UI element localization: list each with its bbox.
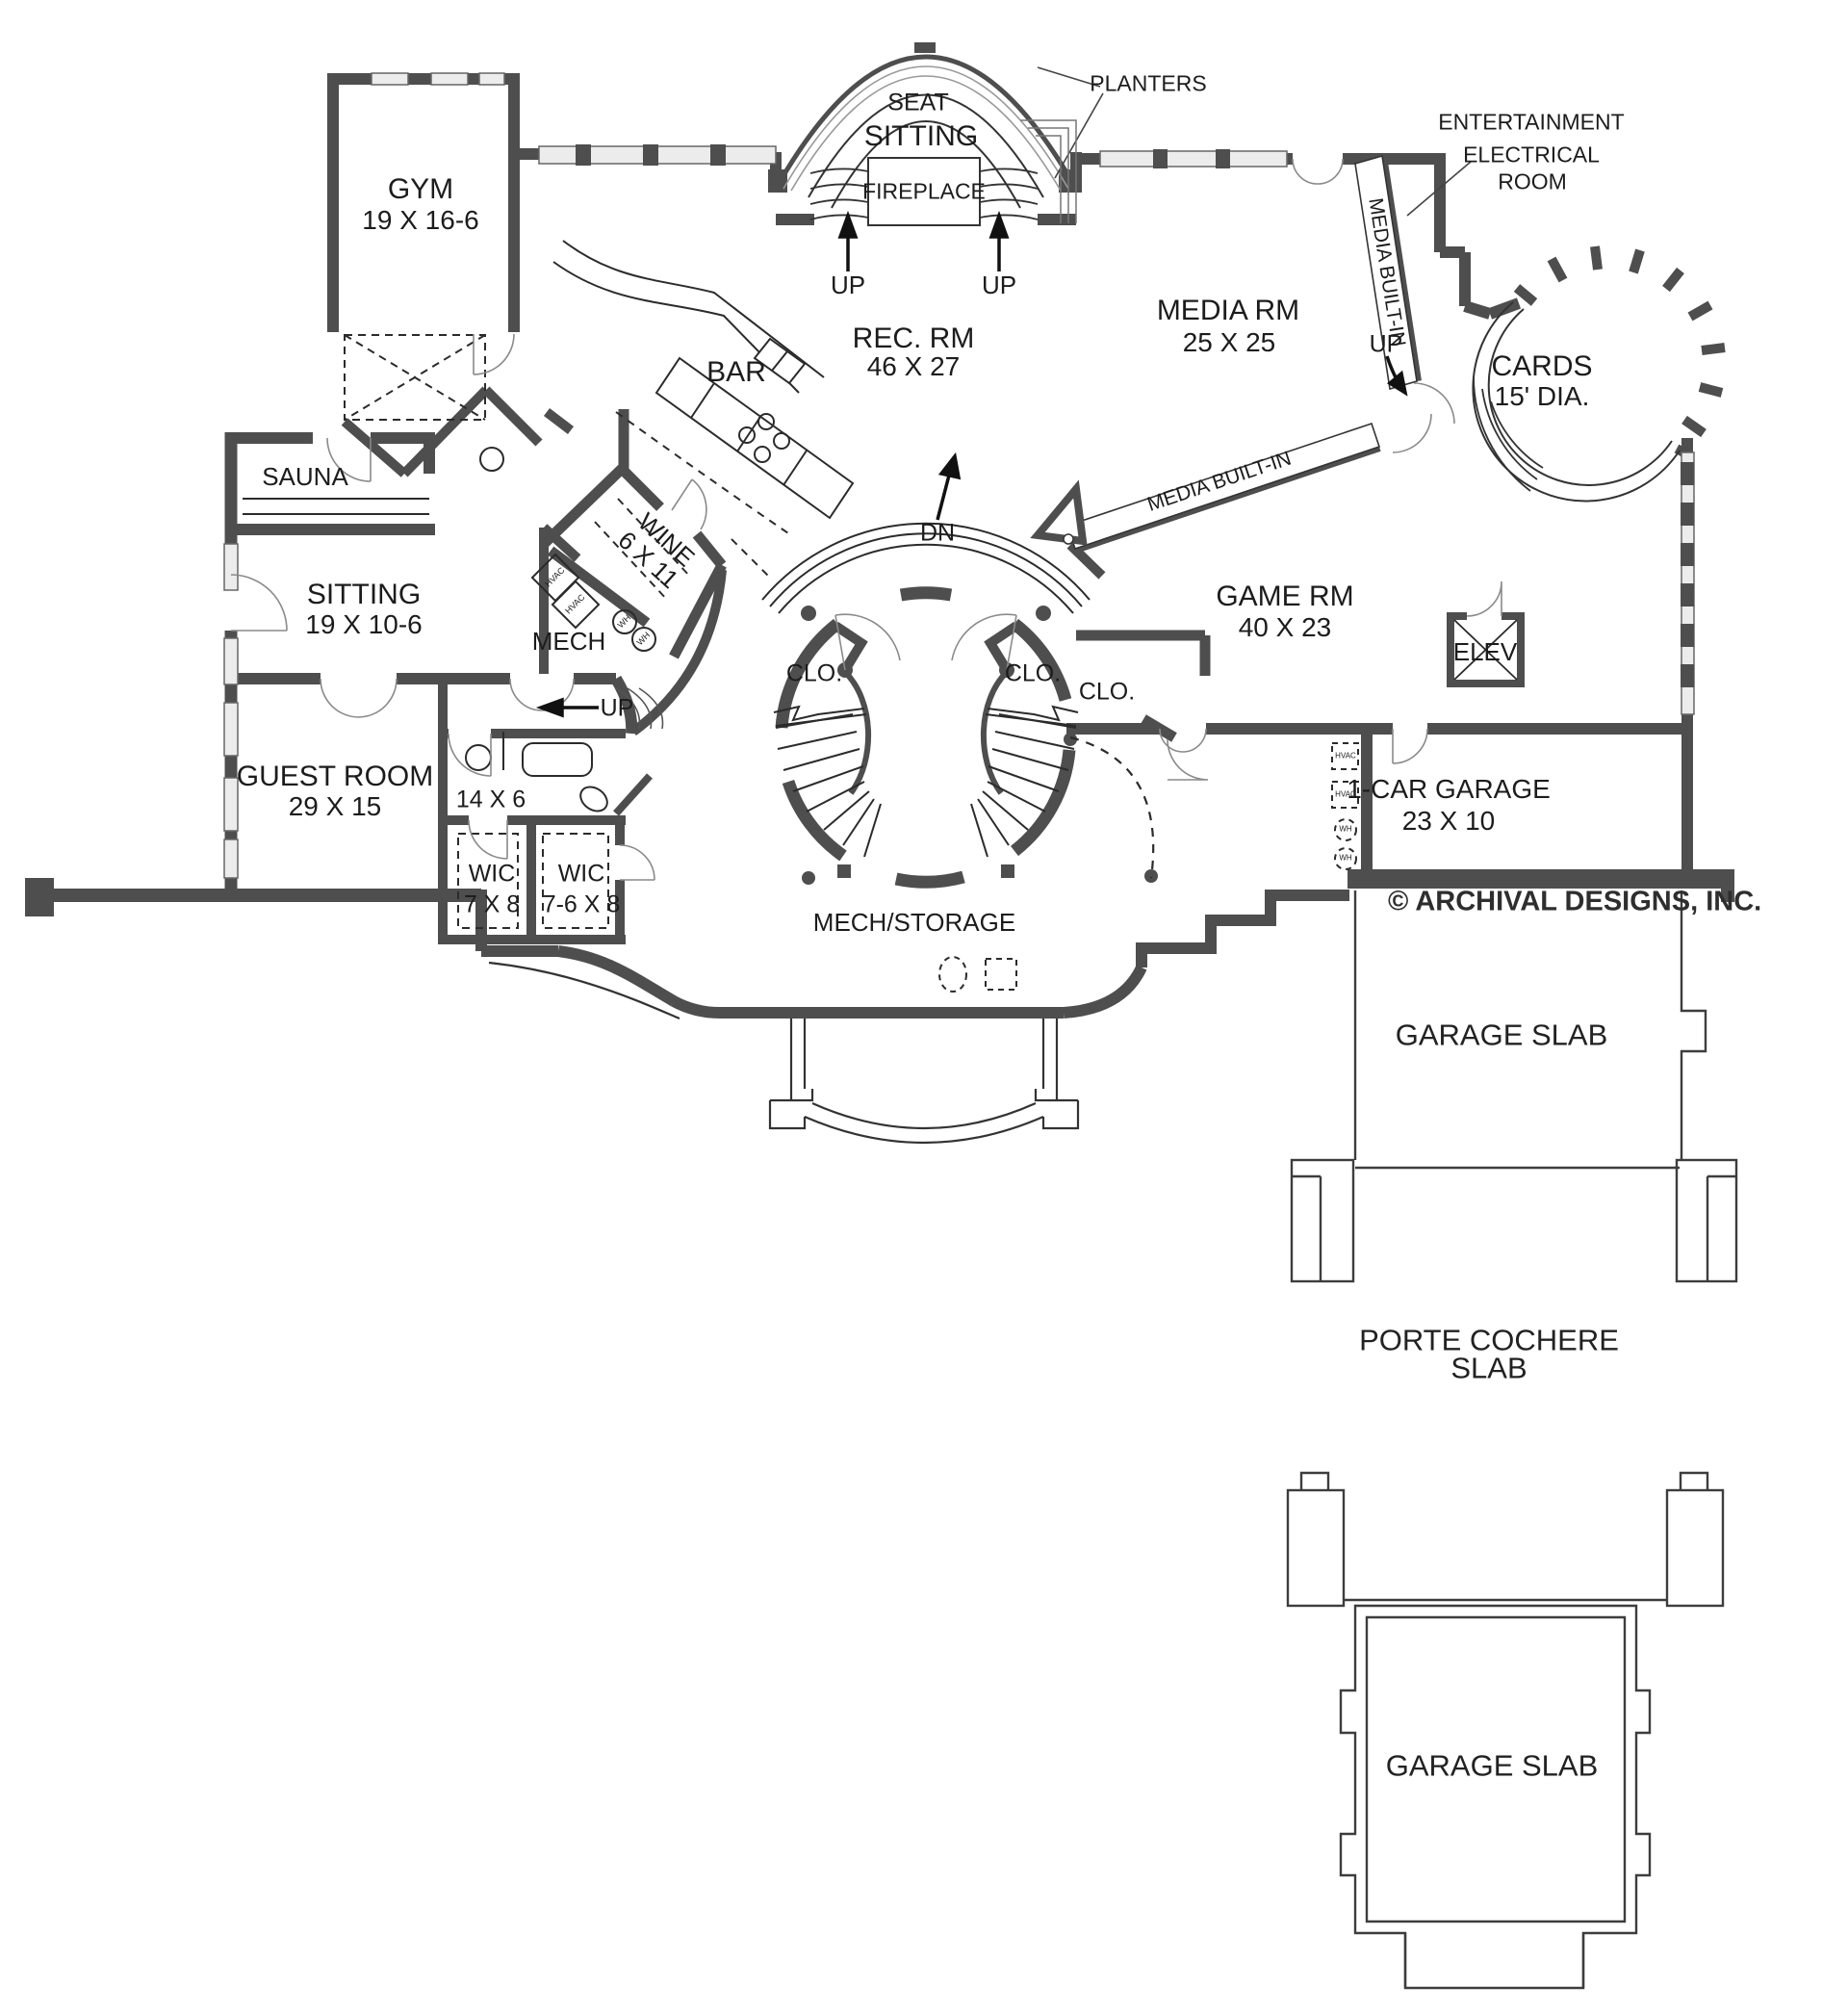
fixtures [243,498,1359,993]
room-label-wic2: WIC [557,860,605,888]
room-label-wic1: WIC [468,860,516,888]
garage-slab-outlines [1286,890,1738,1990]
stair-detail [731,522,1155,879]
media-built-ins [1030,154,1472,551]
copyright-text: © ARCHIVAL DESIGNS, INC. [1388,886,1762,917]
room-dims-rec: 46 X 27 [866,350,961,381]
room-label-rec: REC. RM [852,322,975,354]
room-label-sitting: SITTING [306,578,422,610]
label-clo-3: CLO. [1078,678,1136,706]
label-up-tower: UP [1369,330,1403,358]
wall-blocks [25,42,1734,916]
label-clo-right: CLO. [1004,659,1062,687]
room-label-bar: BAR [706,355,766,388]
label-porte-cochere-1: PORTE COCHERE [1359,1323,1619,1357]
room-dims-cards: 15' DIA. [1494,380,1590,411]
bar-detail [344,240,855,602]
label-up-bay-right: UP [981,270,1017,299]
room-dims-guest: 29 X 15 [288,790,382,821]
room-dims-gym: 19 X 16-6 [362,204,479,235]
room-label-mech: MECH [531,626,606,656]
label-up-stair: UP [600,694,634,722]
sitting-bay-structure [773,54,1104,226]
room-dims-bath: 14 X 6 [455,786,526,813]
room-dims-wic1: 7 X 8 [463,890,521,918]
label-fireplace: FIREPLACE [862,178,986,204]
label-elev: ELEV [1452,636,1518,666]
room-dims-media: 25 X 25 [1182,326,1276,357]
room-label-cards: CARDS [1491,349,1593,382]
label-hvac-4: HVAC [1335,789,1356,799]
label-clo-left: CLO. [785,659,843,687]
room-label-mech-storage: MECH/STORAGE [812,907,1016,937]
label-garage-slab-lower: GARAGE SLAB [1385,1748,1599,1783]
room-dims-wic2: 7-6 X 8 [542,890,621,918]
label-dn: DN [919,519,956,547]
elevator [1447,580,1525,687]
label-entertainment-3: ROOM [1498,168,1567,194]
label-porte-cochere-2: SLAB [1450,1351,1527,1385]
porch-outline [488,961,1080,1145]
room-dims-game: 40 X 23 [1238,611,1332,642]
label-wh-3: WH [1339,824,1352,834]
room-label-media: MEDIA RM [1156,294,1300,326]
direction-arrows [535,210,1408,718]
room-dims-sitting: 19 X 10-6 [305,608,423,639]
label-entertainment-2: ELECTRICAL [1463,142,1600,168]
label-up-bay-left: UP [830,270,866,299]
label-seat: SEAT [887,89,949,116]
label-hvac-3: HVAC [1335,751,1356,761]
room-label-sitting-bay: SITTING [863,119,979,152]
label-entertainment-1: ENTERTAINMENT [1438,109,1625,135]
door-arcs [230,158,1455,881]
room-dims-garage: 23 X 10 [1401,805,1496,836]
room-label-garage: 1-CAR GARAGE [1347,773,1551,804]
windows [223,72,1695,879]
label-garage-slab-upper: GARAGE SLAB [1395,1018,1608,1052]
label-planters: PLANTERS [1090,70,1207,96]
room-label-game: GAME RM [1216,580,1354,612]
cards-tower [1472,245,1726,503]
room-label-guest: GUEST ROOM [236,760,434,792]
room-label-sauna: SAUNA [262,461,348,491]
label-wh-4: WH [1339,853,1352,863]
room-label-gym: GYM [387,172,454,205]
